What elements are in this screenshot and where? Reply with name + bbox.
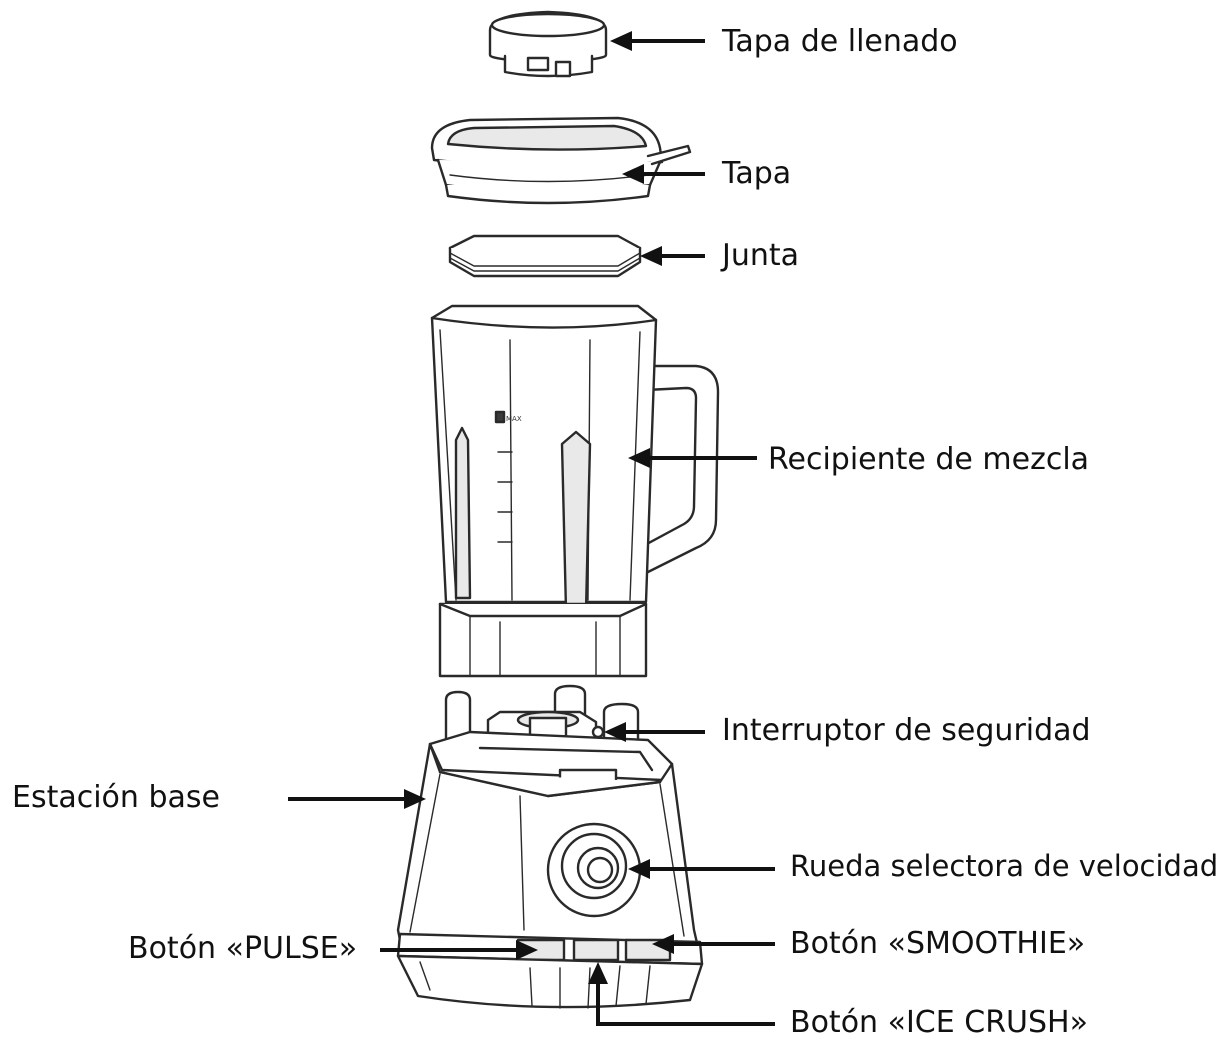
fill-cap-drawing	[488, 10, 608, 78]
jar-drawing	[430, 304, 720, 678]
pulse-button-label: Botón «PULSE»	[128, 931, 358, 966]
smoothie-button-label: Botón «SMOOTHIE»	[790, 926, 1086, 961]
leader-arrows	[288, 31, 775, 1026]
safety-switch-label: Interruptor de seguridad	[722, 713, 1091, 748]
gasket-drawing	[448, 234, 642, 278]
base-drawing	[396, 684, 704, 1009]
lid-label: Tapa	[722, 156, 792, 191]
gasket-label: Junta	[722, 238, 800, 273]
lid-drawing	[430, 116, 692, 205]
speed-dial-label: Rueda selectora de velocidad	[790, 849, 1219, 883]
fill-cap-label: Tapa de llenado	[722, 24, 958, 59]
ice-crush-button-label: Botón «ICE CRUSH»	[790, 1005, 1088, 1040]
jar-label: Recipiente de mezcla	[768, 442, 1090, 477]
base-label: Estación base	[12, 780, 220, 815]
jar-max-marking: MAX	[506, 415, 522, 423]
